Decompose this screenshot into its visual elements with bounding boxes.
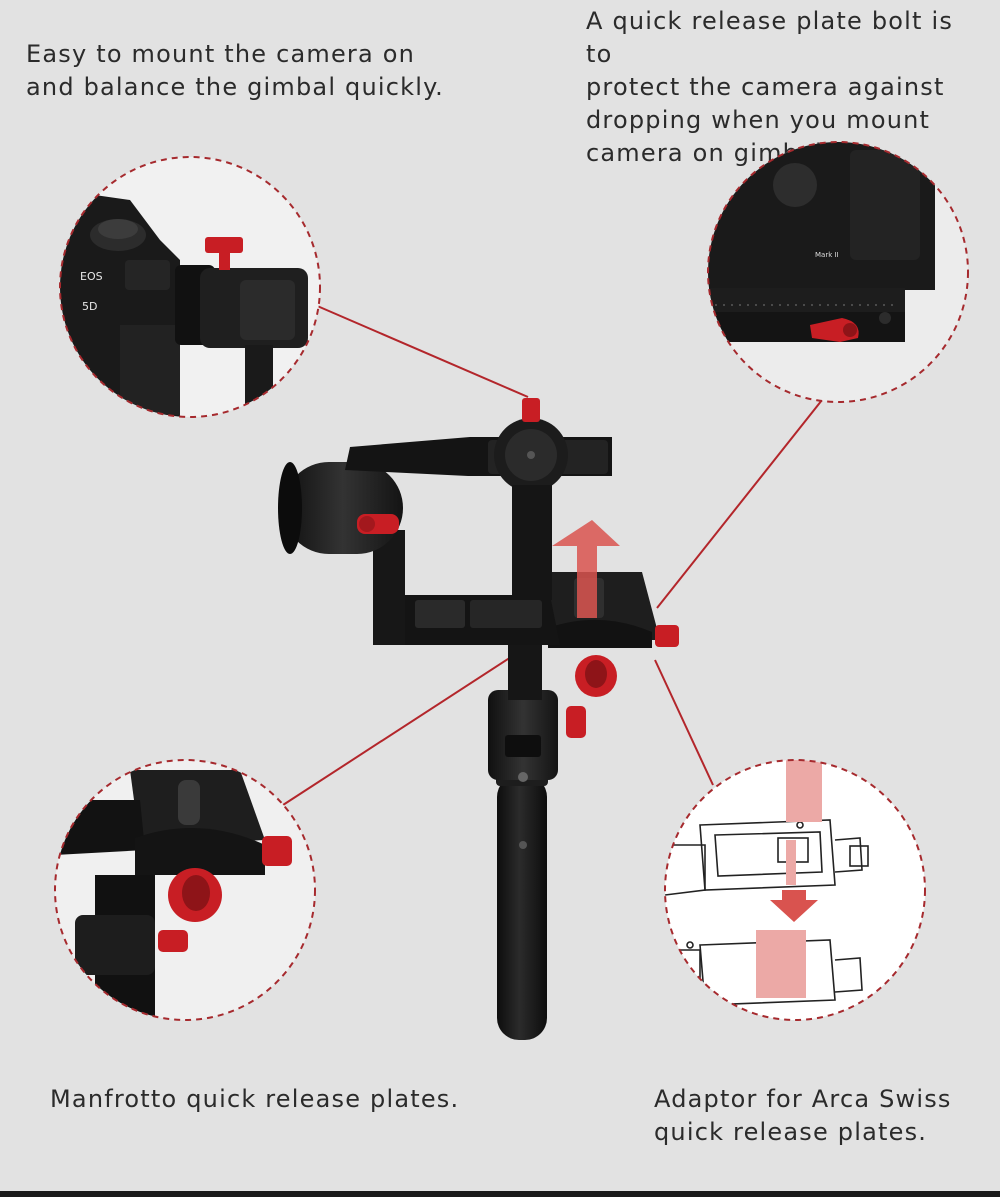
bottom-divider [0,1191,1000,1197]
bl-yaw-knob [158,930,188,952]
quick-release-plate [708,288,905,316]
yaw-lock-knob [566,706,586,738]
magnifier-manfrotto-plate [54,759,316,1021]
arca-plate-top [786,760,822,822]
caption-arca-swiss: Adaptor for Arca Swiss quick release pla… [654,1085,952,1146]
magnifier-plate-bolt: Mark II [707,141,969,403]
callout-line-bottom-right [654,659,714,786]
gimbal-handle [497,775,547,1040]
caption-easy-mount: Easy to mount the camera on and balance … [26,40,444,101]
arca-plate-bottom [756,930,806,998]
callout-line-top-left [314,304,529,398]
camera-model-label: EOS [80,270,103,283]
bl-lock-lever [262,836,292,866]
plate-lock-lever [655,625,679,647]
gimbal-main [278,398,679,1040]
pitch-lock-knob [522,398,540,422]
callout-lines [282,304,823,806]
callout-line-top-right [656,399,823,609]
camera-number-label: 5D [82,300,97,313]
callout-line-bottom-left [282,632,549,806]
downward-arrow [770,890,818,922]
magnifier-camera-mount: EOS 5D [59,156,321,418]
magnifier-arca-adaptor [664,759,926,1021]
mounting-direction-arrow [552,520,620,618]
caption-manfrotto: Manfrotto quick release plates. [50,1085,460,1113]
camera-badge-label: Mark II [815,251,839,259]
